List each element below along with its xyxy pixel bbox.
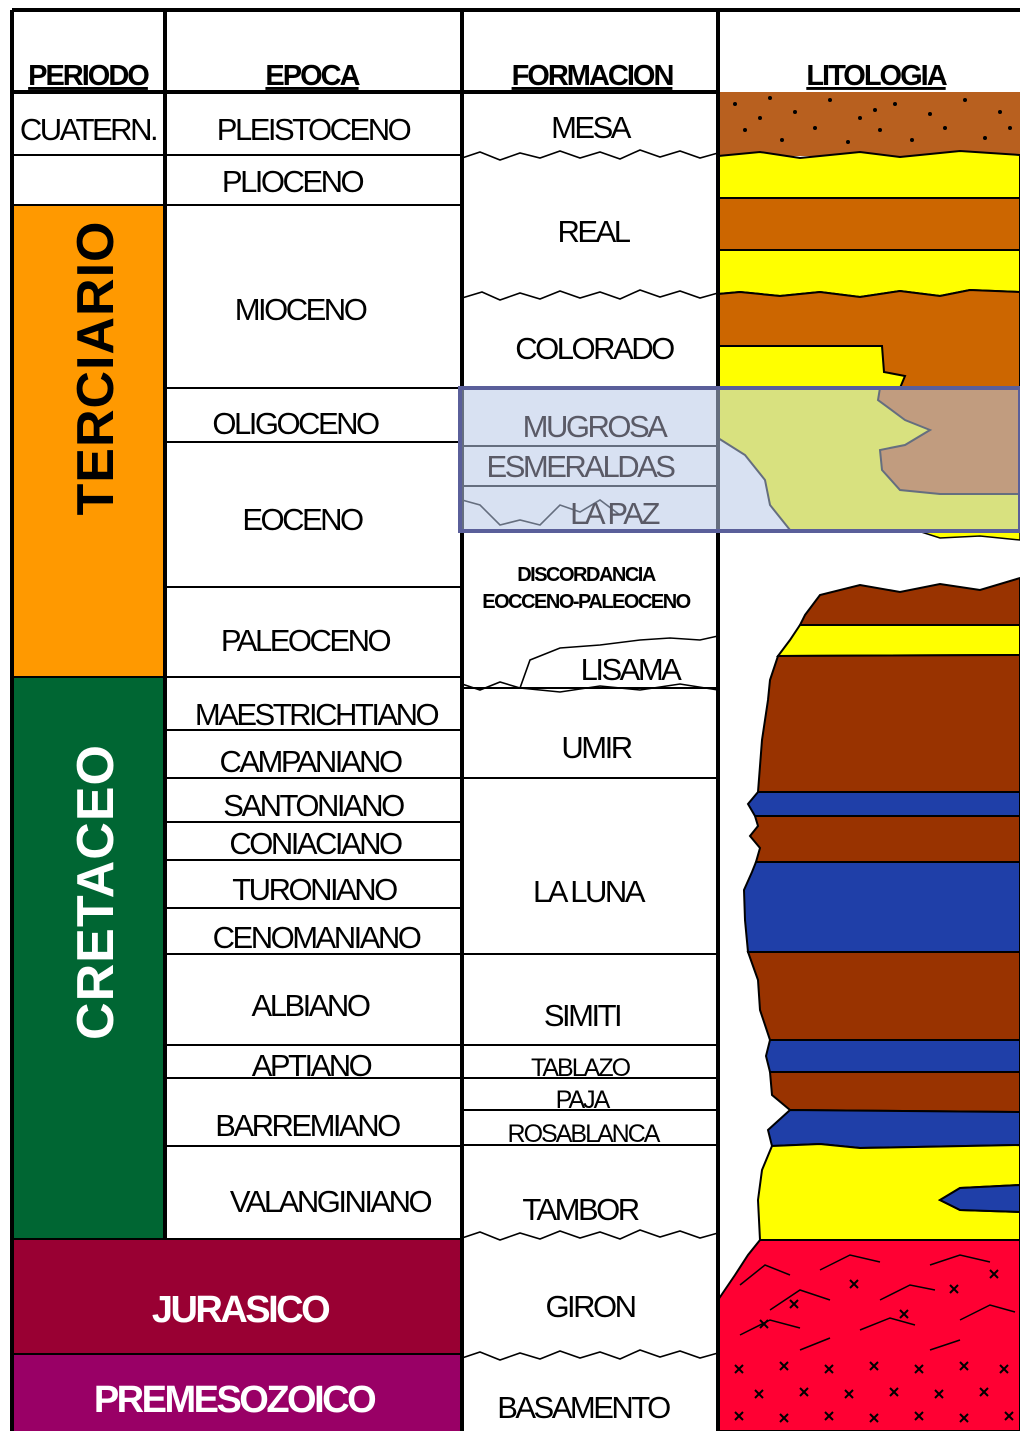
period-cretaceo-block	[12, 677, 165, 1239]
lith-granite-marks	[739, 1254, 1016, 1351]
formation-esmeraldas: ESMERALDAS	[487, 449, 676, 484]
epoch-barremiano: BARREMIANO	[215, 1108, 400, 1143]
epoch-campaniano: CAMPANIANO	[219, 744, 402, 779]
formation-mugrosa: MUGROSA	[523, 409, 669, 444]
formation-colorado: COLORADO	[515, 331, 674, 366]
lith-shale-paja	[768, 1071, 1020, 1114]
epoch-paleoceno: PALEOCENO	[221, 623, 391, 658]
header-formacion: FORMACION	[512, 60, 673, 92]
formation-la-paz: LA PAZ	[570, 496, 659, 531]
period-terciario-block	[12, 205, 165, 677]
lith-basement-crosses	[734, 1269, 1014, 1423]
lith-sand-lisama	[775, 624, 1020, 658]
formation-lisama: LISAMA	[581, 652, 683, 687]
epoch-coniaciano: CONIACIANO	[229, 826, 402, 861]
formation-discordancia-1: DISCORDANCIA	[517, 564, 656, 586]
epoch-eoceno: EOCENO	[242, 502, 363, 537]
period-terciario: TERCIARIO	[67, 221, 125, 516]
lith-shale-coniaciano	[748, 815, 1020, 863]
epoch-aptiano: APTIANO	[252, 1048, 372, 1083]
epoch-turoniano: TURONIANO	[232, 872, 397, 907]
formation-tambor: TAMBOR	[522, 1192, 638, 1227]
epoch-plioceno: PLIOCENO	[222, 164, 364, 199]
lith-sand-1	[717, 149, 1020, 199]
lith-granite-giron	[717, 1239, 1020, 1431]
period-jurasico: JURASICO	[152, 1289, 329, 1331]
lith-conglomerate-mesa	[718, 92, 1020, 156]
lithology-column	[717, 92, 1020, 1431]
formation-simiti: SIMITI	[544, 998, 620, 1033]
highlight-box	[458, 386, 1020, 533]
epoch-santoniano: SANTONIANO	[223, 788, 404, 823]
lith-sand-colorado	[717, 345, 907, 389]
formation-tablazo: TABLAZO	[531, 1054, 631, 1082]
header-litologia: LITOLOGIA	[806, 60, 947, 92]
lith-limestone-tablazo	[764, 1039, 1020, 1073]
formation-paja: PAJA	[556, 1086, 611, 1114]
period-cretaceo: CRETACEO	[67, 744, 125, 1040]
lith-limestone-laluna	[742, 861, 1020, 953]
period-premesozoico: PREMESOZOICO	[94, 1379, 375, 1421]
formation-la-luna: LA LUNA	[533, 874, 646, 909]
epoch-valanginiano: VALANGINIANO	[230, 1184, 432, 1219]
header-epoca: EPOCA	[265, 60, 360, 92]
lith-shale-umir	[756, 653, 1020, 793]
epoch-pleistoceno: PLEISTOCENO	[217, 112, 411, 147]
epoch-albiano: ALBIANO	[252, 988, 370, 1023]
epoch-cenomaniano: CENOMANIANO	[213, 920, 421, 955]
epoch-oligoceno: OLIGOCENO	[212, 406, 379, 441]
lith-conglomerate-dots	[733, 96, 1012, 144]
formation-discordancia-2: EOCCENO-PALEOCENO	[482, 591, 690, 613]
lith-shale-lisama	[798, 576, 1020, 626]
period-jurasico-block	[12, 1239, 462, 1354]
epoch-mioceno: MIOCENO	[235, 292, 367, 327]
period-premesozoico-block	[12, 1354, 462, 1431]
header-periodo: PERIODO	[28, 60, 149, 92]
lith-limestone-tambor	[937, 1183, 1020, 1214]
lith-shale-real	[717, 197, 1020, 251]
lith-limestone-santoniano	[746, 791, 1020, 817]
table-grid	[10, 8, 1020, 1431]
lith-shale-simiti	[746, 951, 1020, 1041]
formation-rosablanca: ROSABLANCA	[508, 1120, 661, 1148]
epoch-maestrichtiano: MAESTRICHTIANO	[195, 697, 439, 732]
formation-mesa: MESA	[551, 110, 632, 145]
formation-umir: UMIR	[561, 730, 631, 765]
formation-basamento: BASAMENTO	[497, 1390, 670, 1425]
lith-limestone-rosablanca	[766, 1108, 1020, 1150]
formation-real: REAL	[558, 214, 631, 249]
period-cuaternario: CUATERN.	[20, 112, 156, 147]
formation-giron: GIRON	[545, 1289, 634, 1324]
